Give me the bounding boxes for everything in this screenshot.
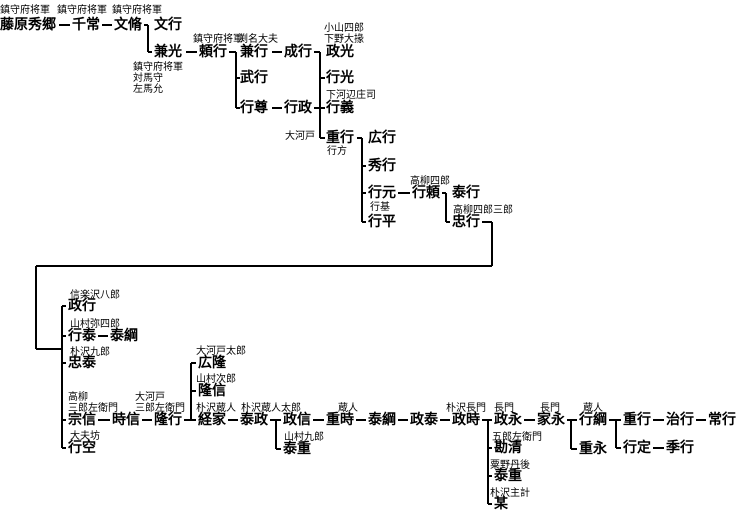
person-kanemitsu: 兼光 bbox=[154, 44, 182, 60]
person-takanobu: 隆信 bbox=[198, 383, 226, 399]
title-masamitsu-1: 小山四郎 bbox=[324, 23, 364, 34]
title-hidesato: 鎮守府将軍 bbox=[0, 5, 50, 16]
title-masatoki: 朴沢長門 bbox=[446, 403, 486, 414]
person-shigeyuki2: 重行 bbox=[623, 412, 651, 428]
title-kanemitsu-1: 鎮守府将軍 bbox=[133, 62, 183, 73]
title-takayuki-2: 三郎左衛門 bbox=[135, 403, 185, 414]
person-tsuneie: 経家 bbox=[198, 412, 226, 428]
person-sueyuki: 季行 bbox=[666, 440, 694, 456]
person-tadayuki: 忠行 bbox=[452, 214, 480, 230]
title-yukiyasu: 山村弥四郎 bbox=[70, 319, 120, 330]
person-masanaga: 政永 bbox=[494, 412, 522, 428]
person-yoriyuki: 頼行 bbox=[199, 44, 227, 60]
person-kansei: 勘清 bbox=[494, 440, 522, 456]
note-yukimoto: 行基 bbox=[370, 202, 390, 213]
note-shigeyuki: 行方 bbox=[327, 146, 347, 157]
title-yasushige: 山村九郎 bbox=[284, 432, 324, 443]
title-masamitsu-2: 下野大掾 bbox=[324, 34, 364, 45]
person-yukiyoshi: 行義 bbox=[326, 100, 354, 116]
person-yasumasa: 泰政 bbox=[240, 412, 268, 428]
title-chitsune: 鎮守府将軍 bbox=[57, 5, 107, 16]
title-takayuki-1: 大河戸 bbox=[135, 392, 165, 403]
title-shigeyuki: 大河戸 bbox=[285, 131, 315, 142]
title-shigetoki: 蔵人 bbox=[338, 403, 358, 414]
title-takanobu: 山村次郎 bbox=[196, 374, 236, 385]
person-tadayasu: 忠泰 bbox=[68, 355, 96, 371]
title-munenobu-1: 高柳 bbox=[68, 392, 88, 403]
person-hiroyuki: 広行 bbox=[368, 130, 396, 146]
person-kaneyuki: 兼行 bbox=[240, 44, 268, 60]
title-yukitsuna: 蔵人 bbox=[583, 403, 603, 414]
person-shigenaga: 重永 bbox=[579, 441, 607, 457]
person-haruyuki: 治行 bbox=[666, 412, 694, 428]
title-yasushige2: 粟野丹後 bbox=[490, 460, 530, 471]
person-masayasu: 政泰 bbox=[410, 412, 438, 428]
title-yukizora: 大夫坊 bbox=[70, 431, 100, 442]
person-fujiwara-hidesato: 藤原秀郷 bbox=[0, 17, 56, 33]
title-hirotaka: 大河戸太郎 bbox=[196, 346, 246, 357]
person-tokinobu: 時信 bbox=[112, 412, 140, 428]
person-chitsune: 千常 bbox=[72, 17, 100, 33]
person-yukiyori: 行頼 bbox=[412, 185, 440, 201]
person-yukizora: 行空 bbox=[68, 440, 96, 456]
person-shigetoki: 重時 bbox=[326, 412, 354, 428]
person-yukihira: 行平 bbox=[368, 214, 396, 230]
person-hideyuki: 秀行 bbox=[368, 158, 396, 174]
person-yasutsuna2: 泰綱 bbox=[368, 412, 396, 428]
person-masanobu: 政信 bbox=[283, 412, 311, 428]
person-ienaga: 家永 bbox=[537, 412, 565, 428]
title-tsuneie: 朴沢蔵人 bbox=[196, 403, 236, 414]
person-nariyuki: 成行 bbox=[284, 44, 312, 60]
person-munenobu: 宗信 bbox=[68, 412, 96, 428]
person-hirotaka: 広隆 bbox=[198, 355, 226, 371]
person-yasuyuki: 泰行 bbox=[452, 185, 480, 201]
person-takayuki: 隆行 bbox=[154, 412, 182, 428]
title-masayuki: 信楽沢八郎 bbox=[70, 290, 120, 301]
title-kanemitsu-3: 左馬允 bbox=[133, 84, 163, 95]
person-bou: 某 bbox=[494, 496, 508, 512]
person-tsuneyuki: 常行 bbox=[708, 412, 736, 428]
title-tadayasu: 朴沢九郎 bbox=[70, 347, 110, 358]
person-masayuki: 政行 bbox=[68, 298, 96, 314]
person-yukisada: 行定 bbox=[623, 440, 651, 456]
person-shigeyuki: 重行 bbox=[326, 130, 354, 146]
person-yasutsuna: 泰綱 bbox=[110, 328, 138, 344]
title-fumiyasu: 鎮守府将軍 bbox=[112, 5, 162, 16]
person-yukimitsu: 行光 bbox=[326, 70, 354, 86]
person-yasushige: 泰重 bbox=[283, 441, 311, 457]
person-yasushige2: 泰重 bbox=[494, 468, 522, 484]
title-yasumasa: 朴沢蔵人太郎 bbox=[241, 403, 301, 414]
person-masamitsu: 政光 bbox=[326, 44, 354, 60]
person-yukitaka: 行尊 bbox=[240, 100, 268, 116]
person-yukiyasu: 行泰 bbox=[68, 328, 96, 344]
title-kansei: 五郎左衛門 bbox=[492, 432, 542, 443]
title-yukiyori: 高柳四郎 bbox=[410, 176, 450, 187]
person-yukimasa: 行政 bbox=[284, 100, 312, 116]
title-munenobu-2: 三郎左衛門 bbox=[68, 403, 118, 414]
title-kaneyuki: 渕名大夫 bbox=[238, 34, 278, 45]
title-tadayuki: 高柳四郎三郎 bbox=[453, 205, 513, 216]
title-masanaga: 長門 bbox=[494, 403, 514, 414]
person-masatoki: 政時 bbox=[452, 412, 480, 428]
person-yukimoto: 行元 bbox=[368, 185, 396, 201]
title-yukiyoshi: 下河辺庄司 bbox=[326, 90, 376, 101]
title-yoriyuki: 鎮守府将軍 bbox=[193, 34, 243, 45]
person-takeyuki: 武行 bbox=[240, 70, 268, 86]
person-fumiyasu: 文脩 bbox=[114, 17, 142, 33]
person-fumiyuki: 文行 bbox=[154, 17, 182, 33]
title-bou: 朴沢主計 bbox=[490, 488, 530, 499]
title-kanemitsu-2: 対馬守 bbox=[133, 73, 163, 84]
person-yukitsuna: 行綱 bbox=[579, 412, 607, 428]
title-ienaga: 長門 bbox=[540, 403, 560, 414]
